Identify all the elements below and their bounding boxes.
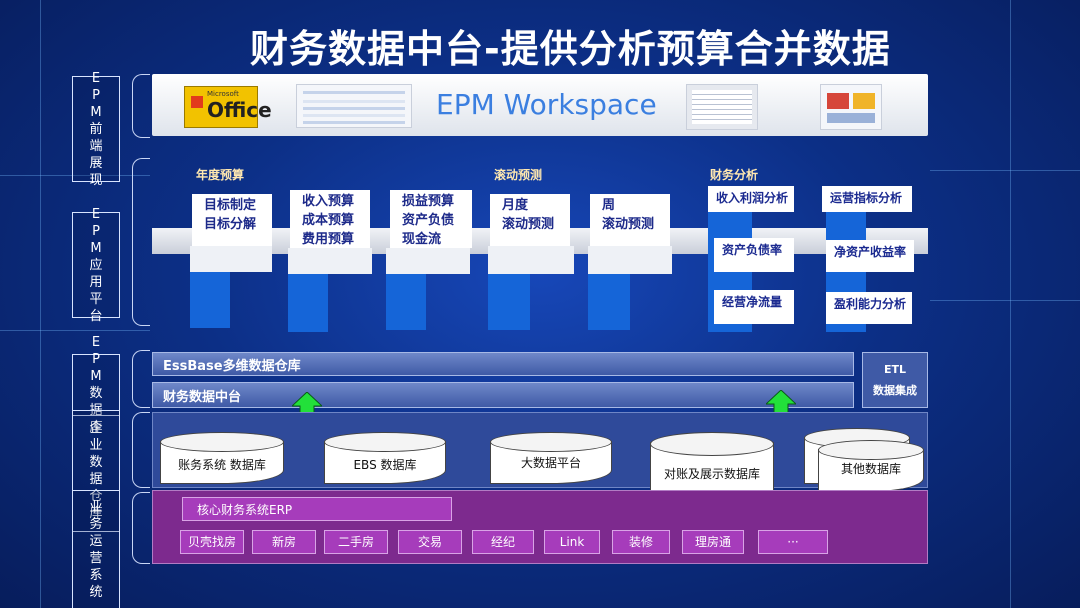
data-midplatform-bar: 财务数据中台 xyxy=(152,382,854,408)
office-logo-icon xyxy=(191,96,203,108)
analysis-item: 盈利能力分析 xyxy=(826,292,912,324)
section-title-rolling: 滚动预测 xyxy=(494,168,543,182)
epm-front-panel xyxy=(152,74,928,136)
office-logo-text: Office xyxy=(207,98,272,122)
dashboard-thumbnail xyxy=(820,84,882,130)
office-logo: Microsoft Office xyxy=(184,86,272,128)
section-title-analysis: 财务分析 xyxy=(710,168,759,182)
card-base xyxy=(588,246,672,274)
circuit-line xyxy=(930,300,1080,301)
card-base xyxy=(288,248,372,274)
forecast-card-monthly: 月度滚动预测 xyxy=(490,194,570,246)
system-pill: 新房 xyxy=(252,530,316,554)
circuit-line xyxy=(40,0,41,608)
card-base xyxy=(488,246,574,274)
etl-box: ETL 数据集成 xyxy=(862,352,928,408)
database-cylinder: 账务系统 数据库 xyxy=(160,432,284,484)
circuit-line xyxy=(1010,0,1011,608)
bracket xyxy=(132,158,150,326)
analysis-item: 净资产收益率 xyxy=(826,240,914,272)
essbase-bar: EssBase多维数据仓库 xyxy=(152,352,854,376)
report-thumbnail xyxy=(686,84,758,130)
analysis-item: 经营净流量 xyxy=(714,290,794,324)
tier-label-db: EPM数据库 xyxy=(72,335,120,435)
budget-card-revenue: 收入预算成本预算费用预算 xyxy=(290,190,370,248)
analysis-item: 收入利润分析 xyxy=(708,186,794,212)
database-cylinder: 其他数据库 xyxy=(818,440,924,492)
bracket xyxy=(132,350,150,408)
system-pill: 二手房 xyxy=(324,530,388,554)
system-pill: 贝壳找房 xyxy=(180,530,244,554)
up-arrow-icon xyxy=(766,390,796,428)
bracket xyxy=(132,74,150,138)
card-blue-block xyxy=(288,274,328,332)
analysis-item: 资产负债率 xyxy=(714,238,794,272)
tier-label-business: 业务运营系统 xyxy=(72,490,120,608)
erp-bar: 核心财务系统ERP xyxy=(182,497,452,521)
system-pill: ··· xyxy=(758,530,828,554)
card-base xyxy=(386,248,470,274)
circuit-line xyxy=(0,330,150,331)
card-blue-block xyxy=(190,272,230,328)
card-blue-block xyxy=(488,274,530,330)
database-cylinder: 大数据平台 xyxy=(490,432,612,484)
page-title: 财务数据中台-提供分析预算合并数据 xyxy=(250,27,891,71)
bracket xyxy=(132,492,150,564)
database-cylinder: EBS 数据库 xyxy=(324,432,446,484)
office-logo-small: Microsoft xyxy=(207,90,239,98)
spreadsheet-thumbnail xyxy=(296,84,412,128)
tier-label-app: EPM应用平台 xyxy=(72,207,120,324)
system-pill: 理房通 xyxy=(682,530,744,554)
up-arrow-icon xyxy=(292,392,322,430)
budget-card-pnl: 损益预算资产负债现金流 xyxy=(390,190,472,248)
circuit-line xyxy=(930,170,1080,171)
bracket xyxy=(132,412,150,488)
card-base xyxy=(190,246,272,272)
epm-workspace-label: EPM Workspace xyxy=(436,88,657,121)
card-blue-block xyxy=(588,274,630,330)
tier-label-enterprise: 企业数据仓库 xyxy=(72,410,120,532)
circuit-line xyxy=(0,175,150,176)
tier-label-front: EPM前端展现 xyxy=(72,71,120,188)
analysis-item: 运营指标分析 xyxy=(822,186,912,212)
budget-card-target: 目标制定目标分解 xyxy=(192,194,272,246)
system-pill: Link xyxy=(544,530,600,554)
system-pill: 经纪 xyxy=(472,530,534,554)
section-title-annual: 年度预算 xyxy=(196,168,245,182)
system-pill: 装修 xyxy=(612,530,670,554)
forecast-card-weekly: 周滚动预测 xyxy=(590,194,670,246)
system-pill: 交易 xyxy=(398,530,462,554)
card-blue-block xyxy=(386,274,426,330)
